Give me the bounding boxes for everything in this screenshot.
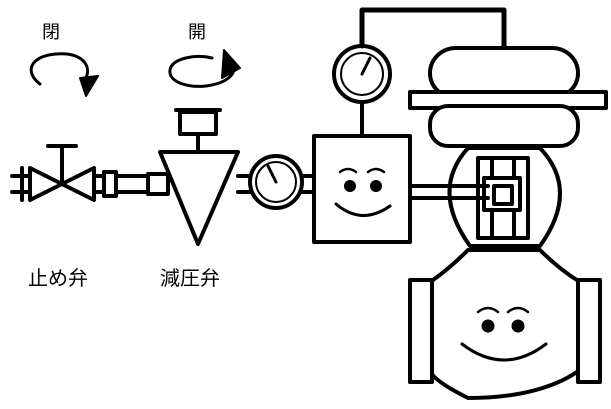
upper-gauge-icon: [332, 44, 392, 138]
pressure-gauge-icon: [248, 154, 304, 210]
connecting-pipe-1: [92, 170, 170, 198]
stop-valve-label: 止め弁: [28, 266, 88, 290]
main-valve-body: [408, 248, 602, 400]
feedback-rod: [408, 184, 490, 200]
reducing-valve: [158, 108, 240, 246]
close-rotation-arrow-icon: [29, 52, 99, 97]
reducing-valve-label: 減圧弁: [160, 266, 220, 290]
actuator: [408, 46, 608, 160]
signal-tube: [359, 7, 507, 55]
inlet-pipe: [10, 166, 32, 202]
stop-valve: [28, 144, 96, 202]
controller-box: [312, 134, 412, 244]
open-rotation-arrow-icon: [168, 49, 241, 88]
close-label: 閉: [42, 22, 60, 43]
open-label: 開: [188, 22, 206, 43]
